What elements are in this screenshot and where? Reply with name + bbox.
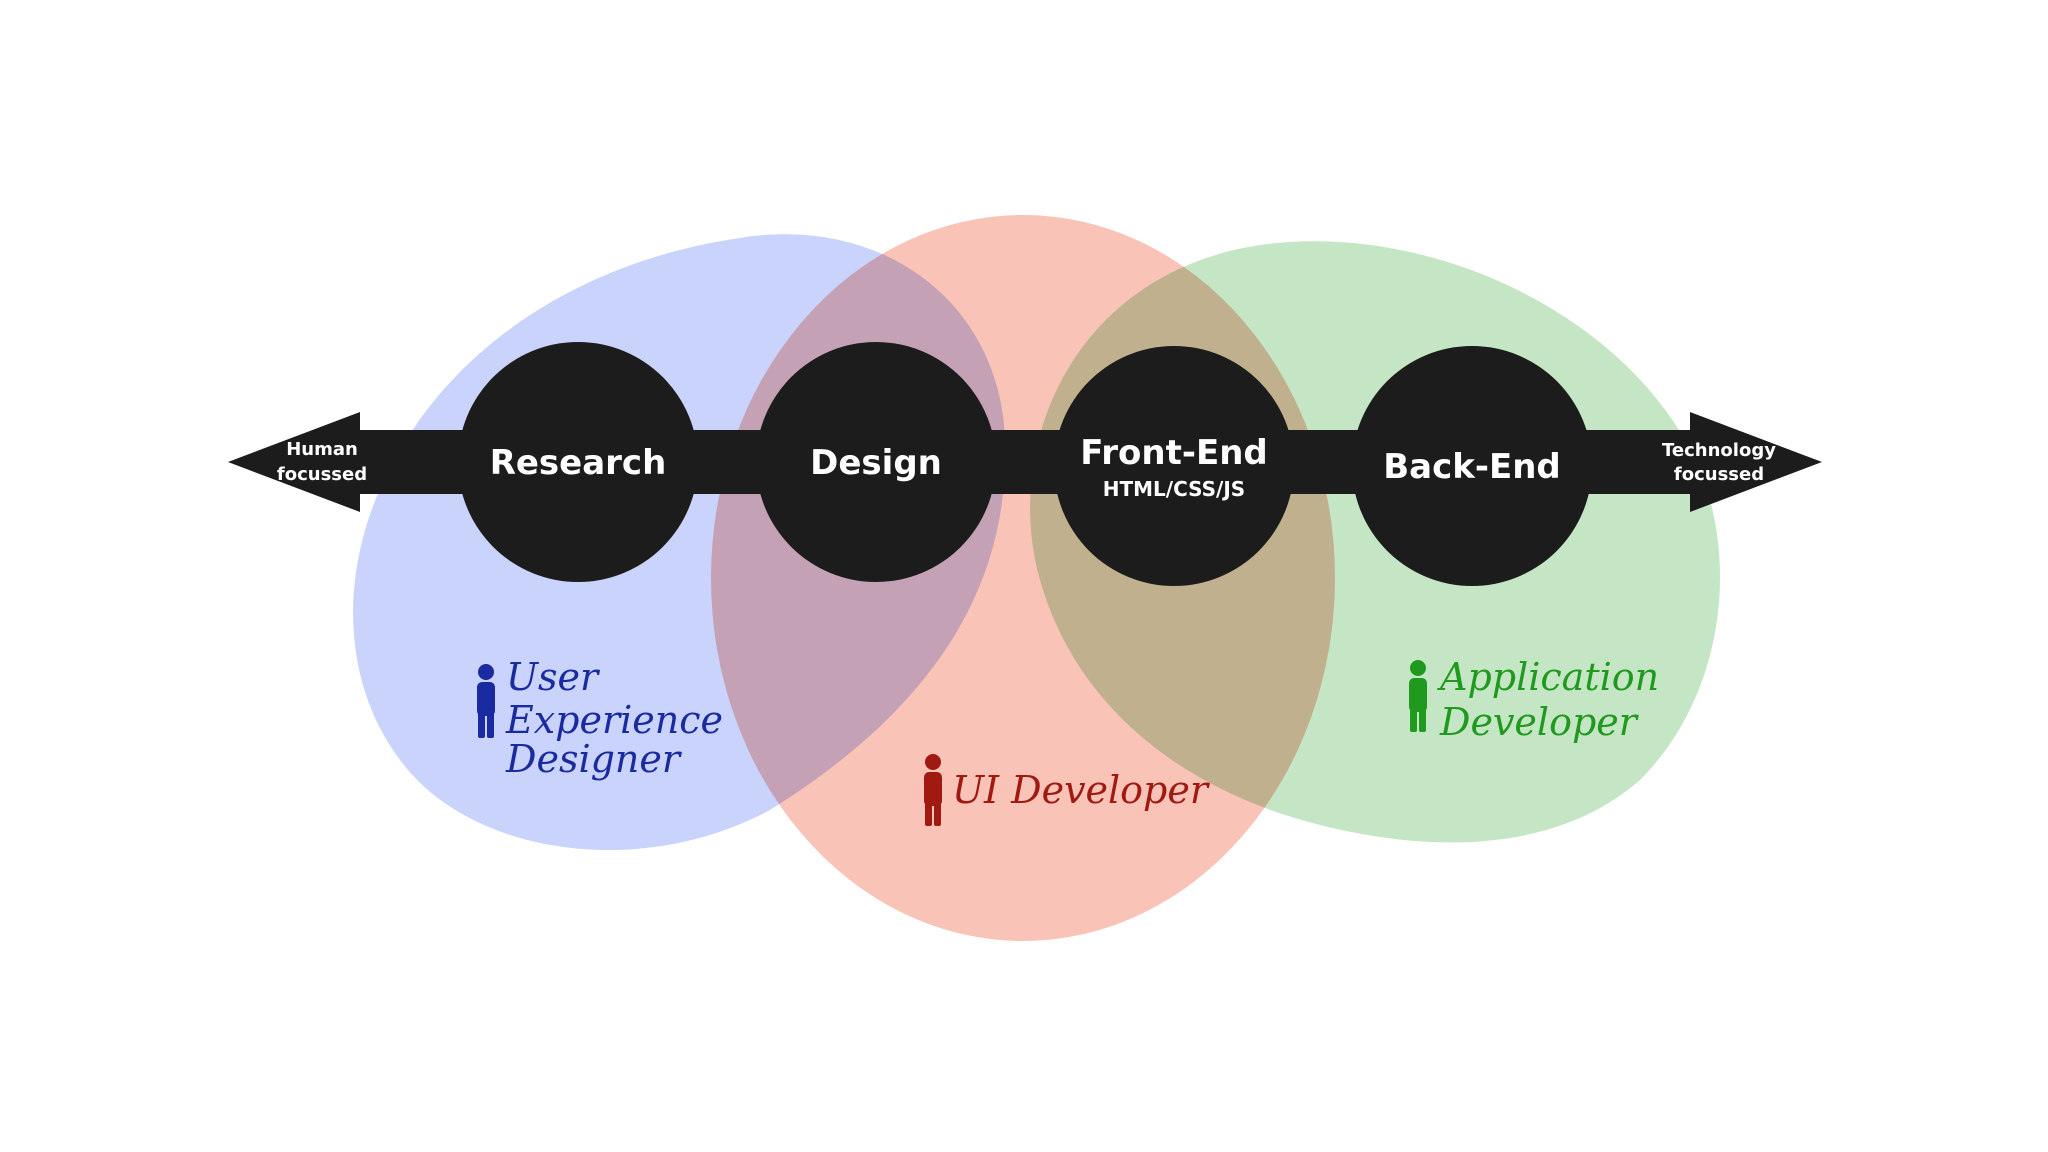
left-arrow-label-2: focussed [277, 464, 367, 485]
app-developer-label-line2: Developer [1439, 700, 1640, 744]
node-design: Design [756, 342, 996, 582]
node-front-end: Front-End HTML/CSS/JS [1054, 346, 1294, 586]
stage-nodes: Research Design Front-End HTML/CSS/JS Ba… [458, 342, 1592, 586]
node-back-end-circle [1352, 346, 1592, 586]
ux-designer-label-line2: Experience [505, 698, 723, 742]
role-ux-designer: User Experience Designer [477, 655, 723, 781]
node-design-label: Design [810, 443, 942, 483]
right-arrowhead [1690, 412, 1822, 512]
node-back-end: Back-End [1352, 346, 1592, 586]
node-research-circle [458, 342, 698, 582]
app-person-icon [1409, 660, 1427, 732]
ui-person-icon [924, 754, 942, 826]
node-front-end-circle [1054, 346, 1294, 586]
left-arrow-label: Human [286, 439, 358, 460]
role-application-developer: Application Developer [1409, 655, 1659, 744]
right-arrow-label: Technology [1662, 440, 1776, 461]
node-front-end-sublabel: HTML/CSS/JS [1103, 477, 1245, 501]
left-arrowhead [228, 412, 360, 512]
node-back-end-label: Back-End [1383, 447, 1561, 487]
app-developer-label-line1: Application [1437, 655, 1659, 699]
ux-designer-label-line3: Designer [505, 737, 683, 781]
node-design-circle [756, 342, 996, 582]
ux-person-icon [477, 664, 495, 738]
role-ui-developer: UI Developer [924, 754, 1211, 826]
node-research: Research [458, 342, 698, 582]
node-research-label: Research [490, 443, 667, 483]
ui-developer-label: UI Developer [952, 768, 1211, 812]
ux-designer-label-line1: User [506, 655, 601, 699]
right-arrow-label-2: focussed [1674, 464, 1764, 485]
node-front-end-label: Front-End [1080, 433, 1268, 473]
